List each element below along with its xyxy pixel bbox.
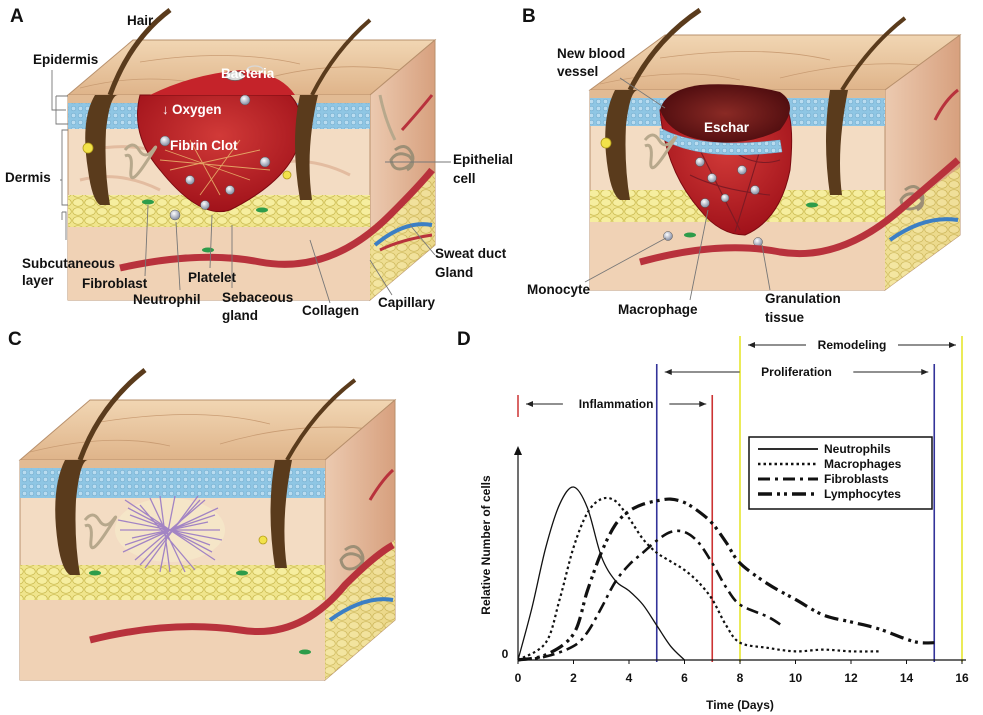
panel-b-skin-block <box>588 7 962 291</box>
series-line-neutrophils <box>517 486 685 661</box>
label-monocyte: Monocyte <box>527 282 590 297</box>
label-epithelial-line-1: Epithelial <box>453 152 513 167</box>
phase-label-proliferation: Proliferation <box>761 365 832 379</box>
legend-label-neutrophils: Neutrophils <box>824 442 891 456</box>
label-oxygen-arrow: ↓ <box>162 102 169 117</box>
legend-label-lymphocytes: Lymphocytes <box>824 487 901 501</box>
label-fibrin-clot: Fibrin Clot <box>170 138 238 153</box>
series-lines <box>517 486 935 662</box>
label-new-blood-vessel-line-1: New blood <box>557 46 625 61</box>
label-sebaceous-line-1: Sebaceous <box>222 290 293 305</box>
phase-label-remodeling: Remodeling <box>818 338 887 352</box>
phase-arrowhead-remodeling-left <box>748 342 755 348</box>
phase-lines <box>517 336 963 662</box>
label-collagen: Collagen <box>302 303 359 318</box>
phase-arrowhead-inflammation-left <box>526 401 533 407</box>
label-sebaceous-line-2: gland <box>222 308 258 323</box>
panel-b-labels: B New blood vessel Eschar Monocyte Macro… <box>522 6 841 325</box>
x-tick-label-12: 12 <box>844 671 858 685</box>
label-capillary: Capillary <box>378 295 436 310</box>
label-macrophage: Macrophage <box>618 302 698 317</box>
legend-label-fibroblasts: Fibroblasts <box>824 472 889 486</box>
series-line-lymphocytes <box>517 497 935 662</box>
x-tick-label-8: 8 <box>737 671 744 685</box>
label-epidermis: Epidermis <box>33 52 98 67</box>
y-axis-label: Relative Number of cells <box>479 475 493 615</box>
y-tick-label-0: 0 <box>502 647 509 661</box>
phase-label-inflammation: Inflammation <box>579 397 654 411</box>
label-sweat-duct-line-2: Gland <box>435 265 473 280</box>
y-axis-arrowhead <box>514 446 522 455</box>
panel-a-labels: A Hair Epidermis Dermis Subcutaneous lay… <box>5 6 513 323</box>
x-tick-label-14: 14 <box>900 671 914 685</box>
x-tick-label-16: 16 <box>955 671 969 685</box>
label-subcutaneous-line-1: Subcutaneous <box>22 256 115 271</box>
label-sweat-duct-line-1: Sweat duct <box>435 246 507 261</box>
x-axis-label: Time (Days) <box>706 698 774 712</box>
label-hair: Hair <box>127 13 154 28</box>
label-subcutaneous-line-2: layer <box>22 273 54 288</box>
phase-arrowhead-remodeling-right <box>949 342 956 348</box>
panel-label-c: C <box>8 329 22 350</box>
x-tick-label-0: 0 <box>515 671 522 685</box>
panel-label-b: B <box>522 6 536 27</box>
label-oxygen: Oxygen <box>172 102 222 117</box>
label-bacteria: Bacteria <box>221 66 275 81</box>
label-dermis: Dermis <box>5 170 51 185</box>
phase-arrowhead-proliferation-right <box>921 369 929 375</box>
label-epithelial-line-2: cell <box>453 171 476 186</box>
panel-c-skin-block <box>18 368 397 682</box>
x-tick-label-6: 6 <box>681 671 688 685</box>
label-fibroblast: Fibroblast <box>82 276 148 291</box>
x-tick-label-2: 2 <box>570 671 577 685</box>
panel-label-a: A <box>10 6 24 27</box>
series-line-macrophages <box>517 496 879 661</box>
label-neutrophil: Neutrophil <box>133 292 201 307</box>
phase-annotations: Inflammation Proliferation Remodeling <box>526 338 956 411</box>
phase-arrowhead-proliferation-left <box>664 369 672 375</box>
label-new-blood-vessel-line-2: vessel <box>557 64 598 79</box>
phase-arrowhead-inflammation-right <box>699 401 707 407</box>
label-granulation-line-2: tissue <box>765 310 805 325</box>
chart-legend: NeutrophilsMacrophagesFibroblastsLymphoc… <box>748 436 933 510</box>
legend-label-macrophages: Macrophages <box>824 457 902 471</box>
x-tick-label-10: 10 <box>789 671 803 685</box>
panel-label-d: D <box>457 329 471 350</box>
panel-a-skin-block <box>66 8 437 302</box>
label-granulation-line-1: Granulation <box>765 291 841 306</box>
series-line-fibroblasts <box>517 529 783 662</box>
cell-kinetics-chart: Inflammation Proliferation Remodeling 0 2 4 6… <box>479 336 969 712</box>
label-eschar: Eschar <box>704 120 750 135</box>
label-platelet: Platelet <box>188 270 237 285</box>
x-tick-label-4: 4 <box>626 671 633 685</box>
